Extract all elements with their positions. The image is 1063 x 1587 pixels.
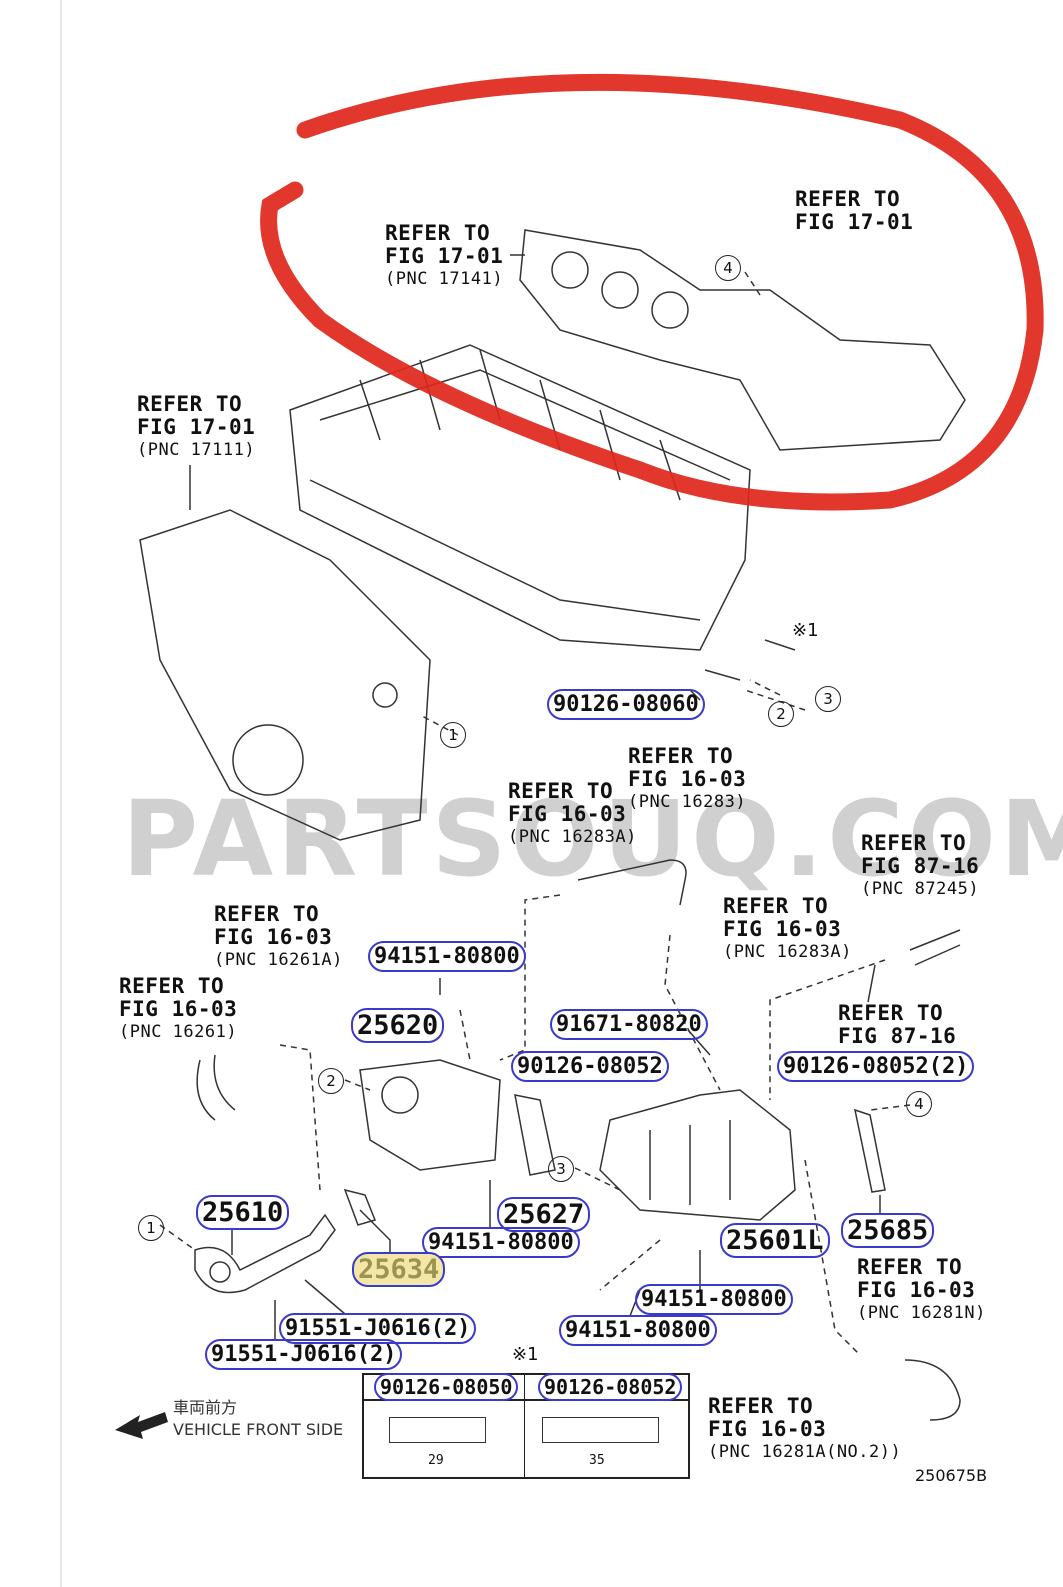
marker-3: 3	[548, 1156, 574, 1182]
timing-cover	[139, 509, 431, 841]
part-callout-90126-08052[interactable]: 90126-08052	[511, 1051, 669, 1082]
part-callout-94151-80800[interactable]: 94151-80800	[559, 1315, 717, 1346]
stud-icon	[389, 1417, 486, 1443]
exhaust-manifold	[519, 229, 966, 451]
part-callout-90126-08052-2[interactable]: 90126-08052(2)	[777, 1051, 975, 1082]
part-callout-91671-80820[interactable]: 91671-80820	[550, 1009, 708, 1040]
illustration-code: 250675B	[915, 1466, 988, 1485]
part-callout-94151-80800[interactable]: 94151-80800	[422, 1227, 580, 1258]
page-edge	[60, 0, 62, 1587]
part-callout-91551-j0616[interactable]: 91551-J0616(2)	[279, 1313, 477, 1344]
table-divider	[364, 1399, 688, 1401]
part-callout-94151-80800[interactable]: 94151-80800	[368, 941, 526, 972]
stud-icon	[542, 1417, 659, 1443]
part-callout-25627[interactable]: 25627	[497, 1197, 591, 1232]
stud-length-table: 90126-08050 90126-08052 29 35	[362, 1373, 690, 1479]
egr-cooler	[599, 1089, 796, 1221]
part-callout-90126-08060[interactable]: 90126-08060	[547, 689, 705, 720]
note-marker: ※1	[792, 620, 819, 641]
marker-4: 4	[906, 1091, 932, 1117]
egr-valve	[359, 1059, 501, 1171]
marker-1: 1	[138, 1215, 164, 1241]
part-callout-25634-highlighted[interactable]: 25634	[352, 1252, 446, 1287]
marker-2: 2	[768, 701, 794, 727]
red-highlight-stroke	[260, 73, 1044, 511]
stud-length: 29	[428, 1453, 444, 1468]
marker-1: 1	[440, 722, 466, 748]
part-callout-90126-08052[interactable]: 90126-08052	[538, 1373, 683, 1401]
marker-4: 4	[715, 255, 741, 281]
part-callout-25610[interactable]: 25610	[196, 1195, 290, 1230]
vehicle-front-en: VEHICLE FRONT SIDE	[173, 1420, 344, 1439]
part-callout-25601l[interactable]: 25601L	[720, 1223, 830, 1258]
watermark: PARTSOUQ.COM	[122, 778, 1063, 900]
egr-pipe	[194, 1213, 336, 1294]
part-callout-91551-j0616[interactable]: 91551-J0616(2)	[205, 1339, 403, 1370]
part-callout-94151-80800[interactable]: 94151-80800	[635, 1284, 793, 1315]
part-callout-25685[interactable]: 25685	[841, 1213, 935, 1248]
table-divider	[524, 1375, 525, 1477]
note-marker: ※1	[512, 1344, 539, 1365]
marker-2: 2	[318, 1068, 344, 1094]
vehicle-front-jp: 車両前方	[173, 1398, 238, 1417]
part-callout-25620[interactable]: 25620	[351, 1008, 445, 1043]
front-arrow-icon	[115, 1412, 168, 1439]
part-callout-90126-08050[interactable]: 90126-08050	[374, 1373, 519, 1401]
vehicle-front-label: 車両前方 VEHICLE FRONT SIDE	[173, 1397, 343, 1441]
cylinder-head	[289, 344, 751, 651]
marker-3: 3	[815, 686, 841, 712]
stud-length: 35	[589, 1453, 605, 1468]
